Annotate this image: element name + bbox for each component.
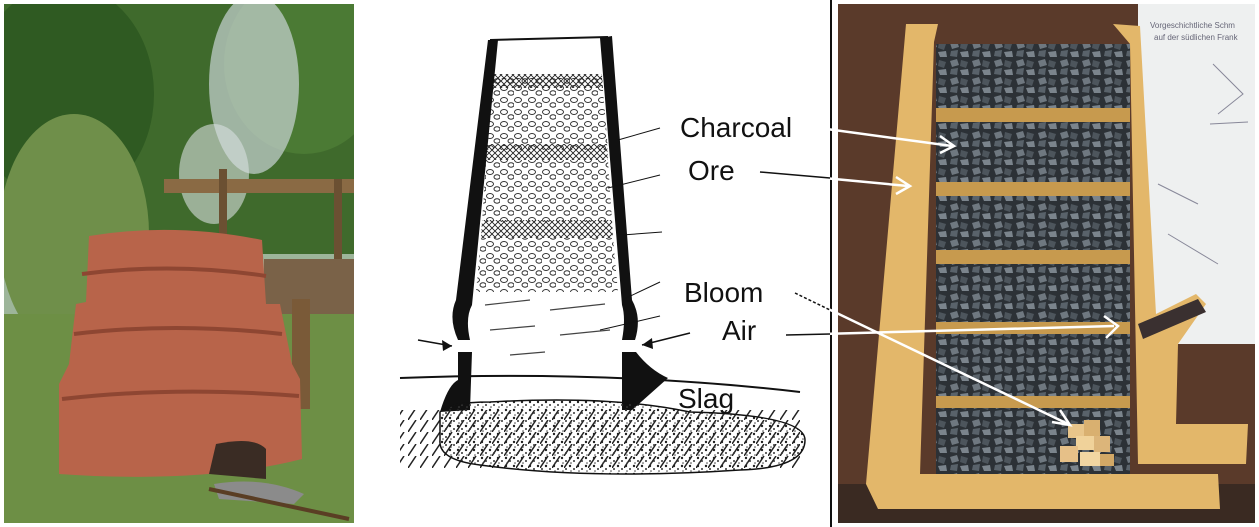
furnace-wall-right-lower: [622, 352, 668, 410]
label-charcoal: Charcoal: [680, 112, 792, 143]
furnace-photo: [4, 4, 354, 523]
poster-title-line2: auf der südlichen Frank: [1154, 33, 1239, 42]
ore-layer: [936, 182, 1130, 196]
furnace-opening: [209, 441, 266, 479]
slag-streaks: [485, 300, 610, 355]
charcoal-layer: [482, 160, 612, 222]
furnace-diagram: Charcoal Ore Bloom Air Slag: [360, 0, 830, 527]
furnace-top-rim: [490, 37, 608, 40]
charcoal-layer: [486, 78, 608, 150]
label-air: Air: [722, 315, 756, 346]
label-bloom: Bloom: [684, 277, 763, 308]
air-inlet-arrowhead-left: [442, 340, 452, 351]
poster-title-line1: Vorgeschichtliche Schm: [1150, 21, 1235, 30]
ore-layer: [936, 250, 1130, 264]
ore-band: [481, 220, 613, 238]
label-ore: Ore: [688, 155, 735, 186]
panel-divider: [830, 0, 832, 527]
ore-band: [486, 144, 608, 160]
ore-layer: [936, 322, 1130, 334]
poster-board: [1138, 4, 1255, 344]
smoke: [179, 124, 249, 224]
leader-line-layer: [622, 232, 662, 235]
furnace-model-photo: Vorgeschichtliche Schm auf der südlichen…: [838, 4, 1255, 523]
ore-layer: [936, 108, 1130, 122]
ore-layer: [936, 396, 1130, 408]
label-slag: Slag: [678, 383, 734, 414]
wooden-shelter: [164, 179, 354, 193]
air-inlet-arrowhead-right: [642, 338, 653, 349]
ore-band: [491, 74, 603, 88]
charcoal-layer: [476, 238, 618, 292]
leader-line-charcoal: [618, 128, 660, 140]
